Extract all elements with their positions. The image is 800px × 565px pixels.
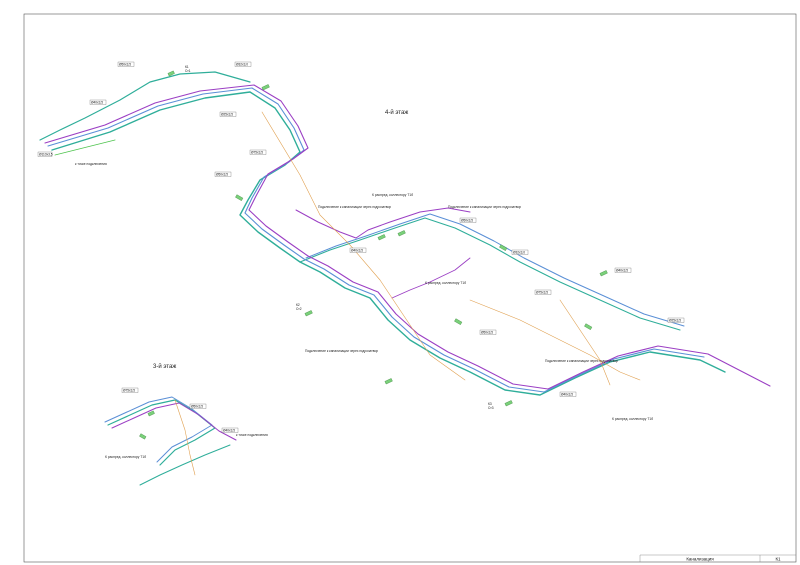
pipes-floor-3 <box>104 396 237 486</box>
svg-text:Ø40х3,5: Ø40х3,5 <box>91 101 103 105</box>
tag-3: Ø32х3,0 <box>234 61 252 67</box>
note-1: Подключение к канализации через гидрозат… <box>318 205 391 209</box>
tag-16: Ø75х3,5 <box>121 387 139 393</box>
svg-text:Ø50х3,5: Ø50х3,5 <box>481 331 493 335</box>
fixtures <box>139 70 608 440</box>
note-8: К распред. коллектору Т1б <box>105 455 146 459</box>
svg-text:Ø75х3,5: Ø75х3,5 <box>536 291 548 295</box>
svg-text:Ø50х3,5: Ø50х3,5 <box>119 63 131 67</box>
tag-4: Ø25х3,5 <box>219 111 237 117</box>
tag-11: Ø75х3,5 <box>534 289 552 295</box>
svg-text:Ø75х3,5: Ø75х3,5 <box>123 389 135 393</box>
svg-text:Ø50х3,5: Ø50х3,5 <box>191 405 203 409</box>
diameter-tags: Ø50х3,5 Ø40х3,5 Ø32х3,0 Ø25х3,5 Ø75х3,5 … <box>37 61 685 433</box>
svg-text:Ø40х3,5: Ø40х3,5 <box>351 249 363 253</box>
title-block-sheet: К1 <box>775 557 781 562</box>
tag-8: Ø40х3,5 <box>349 247 367 253</box>
note-10: к точке подключения <box>236 433 268 437</box>
svg-text:Ø40х3,5: Ø40х3,5 <box>223 429 235 433</box>
tag-7: Ø50х3,5 <box>214 171 232 177</box>
tag-1: Ø50х3,5 <box>117 61 135 67</box>
tag-12: Ø40х3,5 <box>614 267 632 273</box>
tag-6: Ø110х3,5 <box>37 151 53 157</box>
svg-text:Ø25х3,5: Ø25х3,5 <box>669 319 681 323</box>
note-3: Подключение к канализации через гидрозат… <box>305 349 378 353</box>
svg-text:Ø40х3,5: Ø40х3,5 <box>616 269 628 273</box>
fixture-label-1: К1 <box>185 65 189 69</box>
tag-10: Ø32х3,0 <box>511 249 529 255</box>
floor-label-4: 4-й этаж <box>385 109 408 116</box>
tag-5: Ø75х3,5 <box>249 149 267 155</box>
svg-text:Ø50х3,5: Ø50х3,5 <box>461 219 473 223</box>
fixture-labels: К1 Ст1 К2 Ст2 К3 Ст3 <box>185 65 494 410</box>
fixture-label-3: К2 <box>296 303 300 307</box>
fixture-label-5: К3 <box>488 402 492 406</box>
tag-14: Ø50х3,5 <box>479 329 497 335</box>
note-7: К распред. коллектору Т1б <box>612 417 653 421</box>
note-9: к точке подключения <box>75 162 107 166</box>
drawing-frame <box>23 13 797 563</box>
tag-9: Ø50х3,5 <box>459 217 477 223</box>
fixture-label-6: Ст3 <box>488 406 494 410</box>
tag-13: Ø25х3,5 <box>667 317 685 323</box>
svg-text:Ø75х3,5: Ø75х3,5 <box>251 151 263 155</box>
fixture-label-4: Ст2 <box>296 307 302 311</box>
tag-2: Ø40х3,5 <box>89 99 107 105</box>
svg-text:Ø50х3,5: Ø50х3,5 <box>216 173 228 177</box>
note-6: К распред. коллектору Т1б <box>425 281 466 285</box>
svg-text:Ø110х3,5: Ø110х3,5 <box>39 153 53 157</box>
svg-text:Ø40х3,5: Ø40х3,5 <box>561 393 573 397</box>
notes: Подключение к канализации через гидрозат… <box>75 162 653 459</box>
floor-label-3: 3-й этаж <box>153 363 176 370</box>
title-block-name: Канализация <box>686 557 714 562</box>
pipes-floor-4 <box>39 71 771 396</box>
fixture-label-2: Ст1 <box>185 69 191 73</box>
tag-17: Ø50х3,5 <box>189 403 207 409</box>
tag-18: Ø40х3,5 <box>221 427 239 433</box>
note-5: К распред. коллектору Т1б <box>372 193 413 197</box>
note-4: Подключение к канализации через гидрозат… <box>545 359 618 363</box>
note-2: Подключение к канализации через гидрозат… <box>448 205 521 209</box>
svg-text:Ø32х3,0: Ø32х3,0 <box>236 63 248 67</box>
svg-text:Ø32х3,0: Ø32х3,0 <box>513 251 525 255</box>
tag-15: Ø40х3,5 <box>559 391 577 397</box>
svg-text:Ø25х3,5: Ø25х3,5 <box>221 113 233 117</box>
